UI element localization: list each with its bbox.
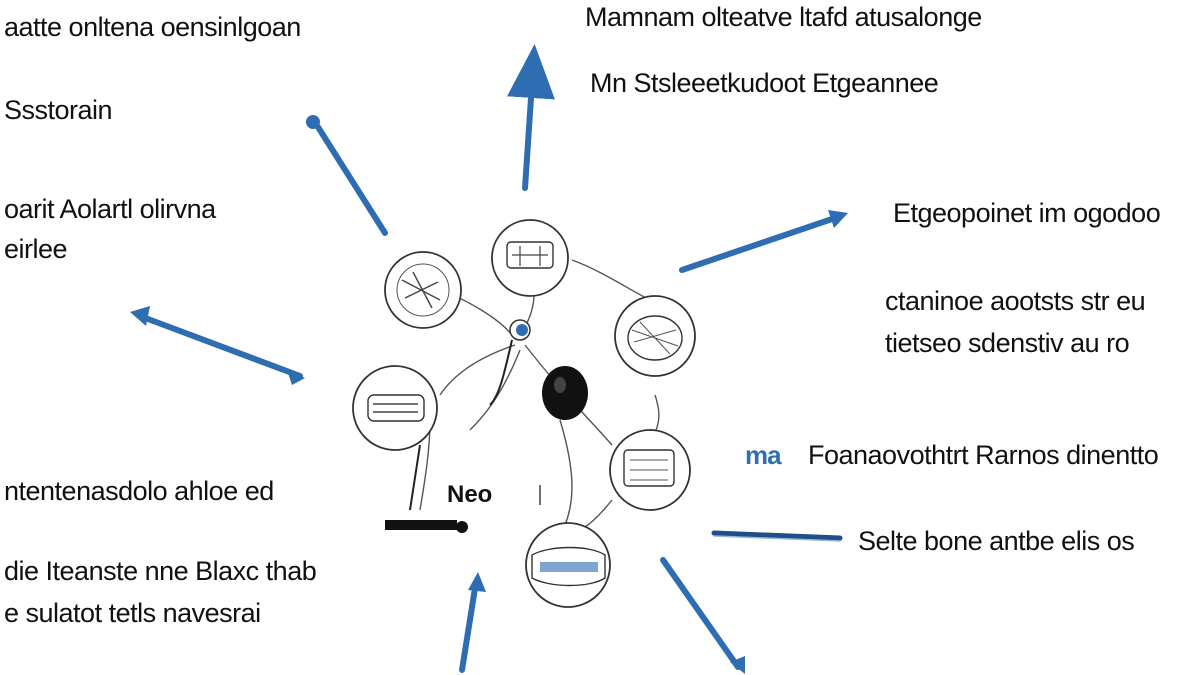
label-left-mid-2: eirlee (4, 234, 68, 264)
arrow-left-end (287, 370, 305, 385)
center-tag: Neo (447, 481, 493, 508)
label-right-2: ctaninoe aootsts str eu (885, 286, 1146, 316)
label-top-right-1: Mamnam olteatve ltafd atusalonge (585, 2, 982, 32)
arrows (130, 44, 848, 674)
node-top (491, 219, 569, 297)
arrow-right-bottom-inner (713, 535, 841, 542)
label-bottom-left-3: e sulatot tetls navesrai (4, 598, 261, 628)
label-right-5: Selte bone antbe elis os (858, 526, 1135, 556)
black-blob (542, 366, 588, 420)
connector-line (579, 499, 613, 531)
connector-line (439, 344, 516, 396)
arrow-bottom-left (459, 579, 479, 673)
label-top-right-2: Mn Stsleeetkudoot Etgeannee (590, 68, 939, 98)
label-right-4: Foanaovothtrt Rarnos dinentto (808, 440, 1159, 470)
arrow-right-bottom (711, 530, 843, 541)
nodes (352, 219, 696, 608)
arrow-right-top (679, 215, 838, 273)
arrow-bottom-left-head (468, 572, 486, 592)
node-bottom-right (609, 429, 691, 511)
label-bottom-left-2: die Iteanste nne Blaxc thab (4, 556, 317, 586)
label-right-1: Etgeopoinet im ogodoo (893, 198, 1161, 228)
label-top-left-1: aatte onltena oensinlgoan (4, 12, 301, 42)
arrow-right-top-head (828, 210, 848, 228)
arrow-top-left-head (306, 115, 320, 129)
connector-line (654, 394, 660, 431)
node-right (614, 295, 696, 377)
label-left-mid-1: oarit Aolartl olirvna (4, 194, 216, 224)
connector-line (571, 259, 651, 301)
label-right-3: tietseo sdenstiv au ro (885, 328, 1130, 358)
arrow-left-head (130, 306, 150, 326)
base-bar (385, 520, 457, 530)
arrow-left (137, 313, 303, 379)
label-bottom-left-1: ntentenasdolo ahloe ed (4, 476, 274, 506)
node-top-left (384, 251, 462, 329)
arrow-top-left (315, 124, 388, 236)
label-top-left-2: Ssstorain (4, 95, 113, 125)
center-figure (385, 319, 588, 533)
blue-tag: ma (745, 440, 782, 470)
node-left (352, 365, 438, 451)
arrow-bottom-right-head (730, 656, 745, 674)
connector-line (559, 419, 573, 526)
arrow-up-top (507, 44, 555, 191)
arrow-bottom-right (660, 557, 741, 670)
node-bottom (525, 522, 611, 608)
